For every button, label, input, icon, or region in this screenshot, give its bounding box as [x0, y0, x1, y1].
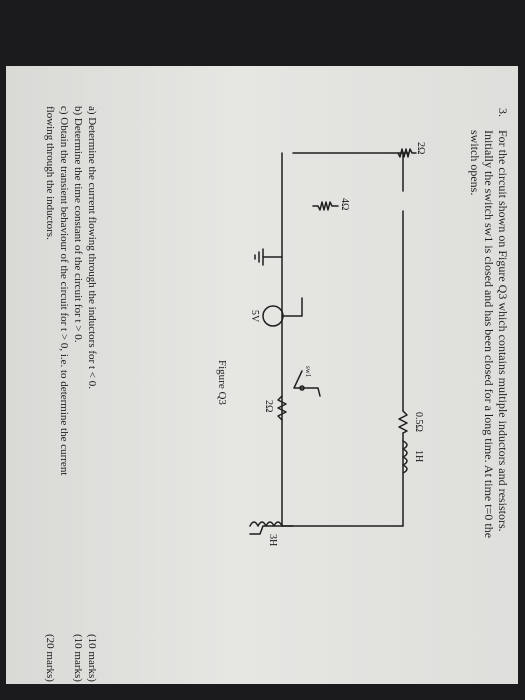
circuit-diagram: [249, 148, 417, 535]
wire-switch: [301, 387, 321, 397]
resistor-2ohm-bottom: [277, 395, 287, 421]
label-5v: 5V: [249, 310, 260, 323]
part-c-text: c) Obtain the transient behaviour of the…: [58, 106, 70, 476]
part-c-text-cont: flowing through the inductors.: [44, 106, 56, 240]
resistor-4ohm: [312, 201, 339, 211]
inductor-3h: [249, 521, 283, 527]
exam-paper: 3. For the circuit shown on Figure Q3 wh…: [6, 66, 518, 684]
inductor-1h: [402, 440, 408, 474]
label-0-5ohm: 0.5Ω: [413, 412, 424, 432]
resistor-0-5ohm: [398, 410, 408, 434]
voltage-source-5v: [262, 305, 284, 327]
part-a-text: a) Determine the current flowing through…: [86, 106, 98, 389]
wire-source: [282, 297, 303, 317]
label-2ohm-bottom: 2Ω: [263, 400, 274, 413]
switch-sw1: [293, 370, 303, 389]
label-4ohm: 4Ω: [339, 198, 350, 211]
part-b-text: b) Determine the time constant of the ci…: [72, 106, 84, 343]
part-c-marks: (20 marks): [44, 634, 56, 682]
part-b-marks: (10 marks): [72, 634, 84, 682]
label-sw1: sw1: [304, 366, 312, 378]
resistor-2ohm-left: [397, 148, 417, 158]
wire-right-bottom: [249, 525, 294, 535]
part-a-marks: (10 marks): [86, 634, 98, 682]
rotated-page-content: 3. For the circuit shown on Figure Q3 wh…: [6, 66, 518, 684]
label-1h: 1H: [413, 450, 424, 463]
label-3h: 3H: [267, 534, 278, 547]
figure-caption: Figure Q3: [216, 360, 228, 405]
label-2ohm-left: 2Ω: [415, 142, 426, 155]
